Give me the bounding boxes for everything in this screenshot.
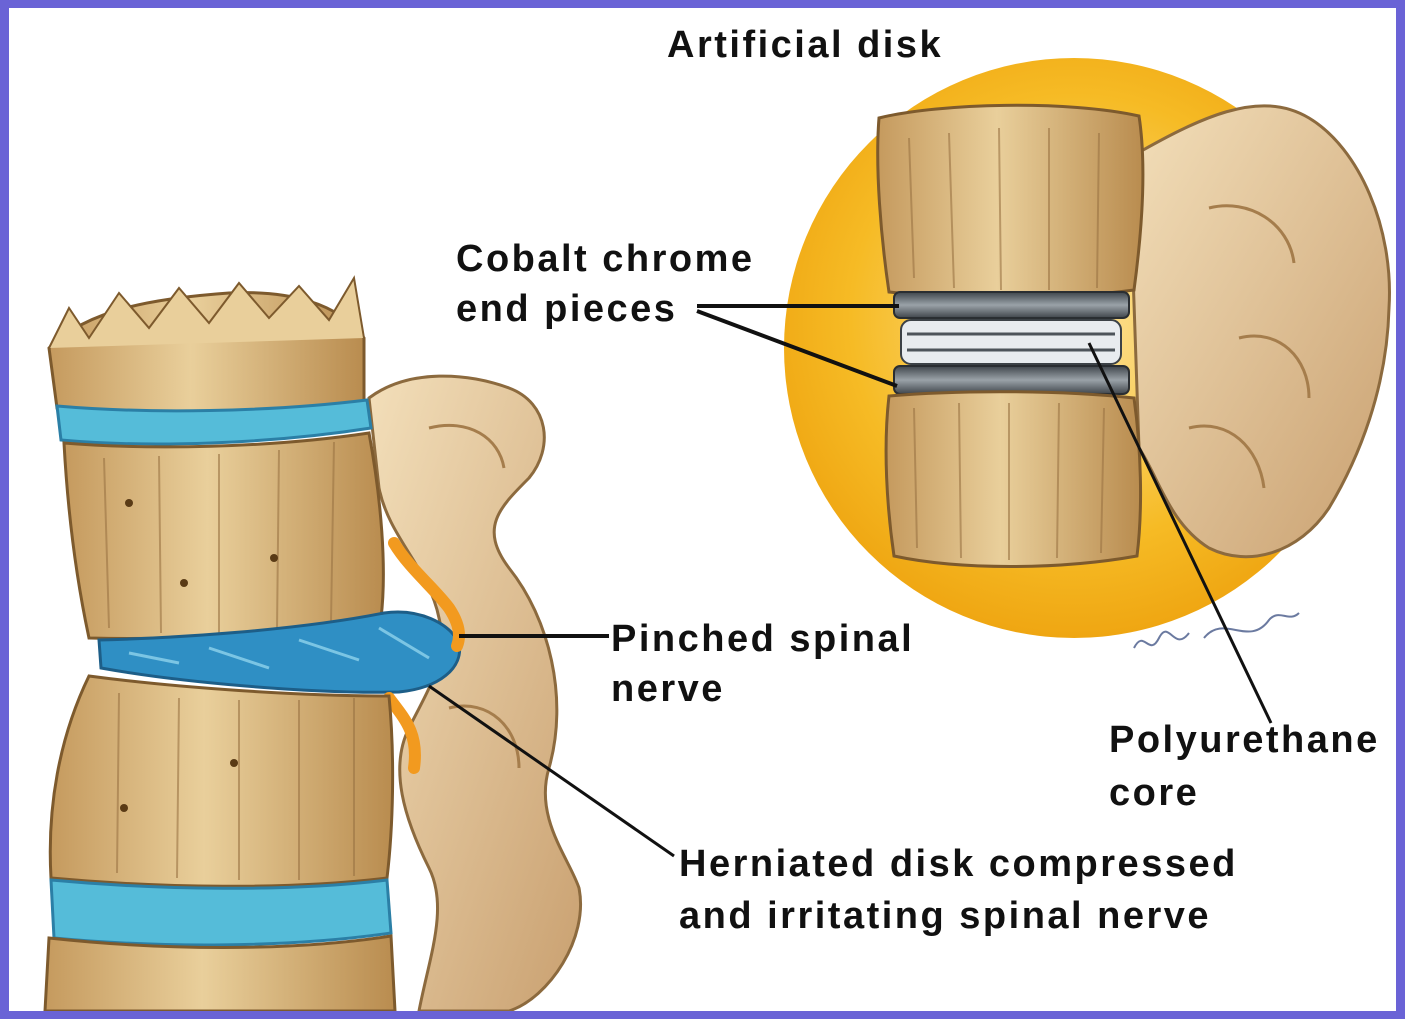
- facet-processes: [1129, 106, 1389, 557]
- bottom-vertebra: [45, 936, 395, 1011]
- lower-vertebra-left: [50, 676, 392, 886]
- label-cobalt-line2: end pieces: [456, 284, 677, 334]
- healthy-disk-lower: [51, 880, 391, 945]
- middle-vertebra: [64, 433, 383, 638]
- upper-end-piece: [894, 292, 1129, 318]
- label-pinched-line2: nerve: [611, 664, 725, 714]
- label-cobalt-line1: Cobalt chrome: [456, 234, 755, 284]
- upper-vertebra: [878, 105, 1143, 297]
- label-herniated-line2: and irritating spinal nerve: [679, 891, 1211, 941]
- label-poly-line1: Polyurethane: [1109, 715, 1380, 765]
- label-pinched-line1: Pinched spinal: [611, 614, 914, 664]
- label-poly-line2: core: [1109, 768, 1199, 818]
- label-herniated-line1: Herniated disk compressed: [679, 839, 1238, 889]
- title-artificial-disk: Artificial disk: [667, 20, 943, 70]
- lumbar-spine-illustration: [45, 278, 581, 1011]
- posterior-processes: [369, 376, 581, 1011]
- artificial-disk-illustration: [784, 58, 1389, 648]
- lower-end-piece: [894, 366, 1129, 394]
- illustration-frame: Artificial disk Cobalt chrome end pieces…: [9, 8, 1396, 1011]
- polyurethane-core: [901, 320, 1121, 364]
